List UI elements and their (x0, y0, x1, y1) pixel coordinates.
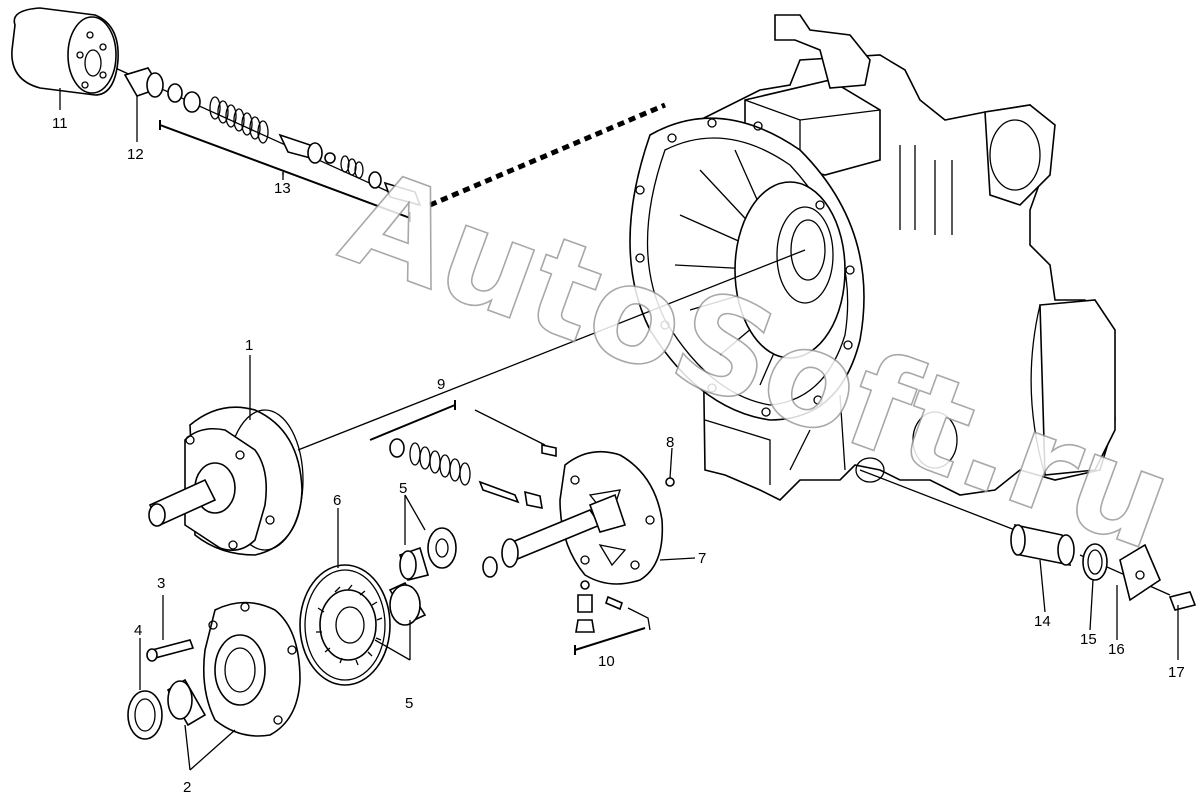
callout-5a: 5 (399, 480, 407, 497)
valve-spring-parts (369, 400, 557, 510)
callout-3: 3 (157, 575, 165, 592)
callout-13: 13 (274, 180, 291, 197)
small-gear (399, 527, 457, 581)
pump-assembly (148, 406, 304, 556)
right-side-parts (1010, 523, 1197, 611)
bell-housing (629, 117, 865, 421)
small-fasteners (574, 477, 675, 655)
callout-14: 14 (1034, 613, 1051, 630)
callout-1: 1 (245, 337, 253, 354)
callout-16: 16 (1108, 641, 1125, 658)
leader-lines (59, 88, 1179, 771)
callout-labels: 11 12 13 1 9 8 5 6 7 3 4 10 5 2 14 15 16… (52, 115, 1185, 796)
o-ring-and-gear (299, 564, 427, 686)
callout-12: 12 (127, 146, 144, 163)
shaft-cover (482, 450, 664, 585)
callout-17: 17 (1168, 664, 1185, 681)
callout-7: 7 (698, 550, 706, 567)
callout-15: 15 (1080, 631, 1097, 648)
callout-9: 9 (437, 376, 445, 393)
callout-5b: 5 (405, 695, 413, 712)
callout-10: 10 (598, 653, 615, 670)
callout-4: 4 (134, 622, 142, 639)
pump-cover (127, 601, 301, 740)
relief-valve-parts (123, 67, 422, 222)
callout-11: 11 (52, 115, 68, 132)
oil-filter (11, 7, 119, 96)
callout-8: 8 (666, 434, 674, 451)
callout-6: 6 (333, 492, 341, 509)
callout-2: 2 (183, 779, 191, 796)
